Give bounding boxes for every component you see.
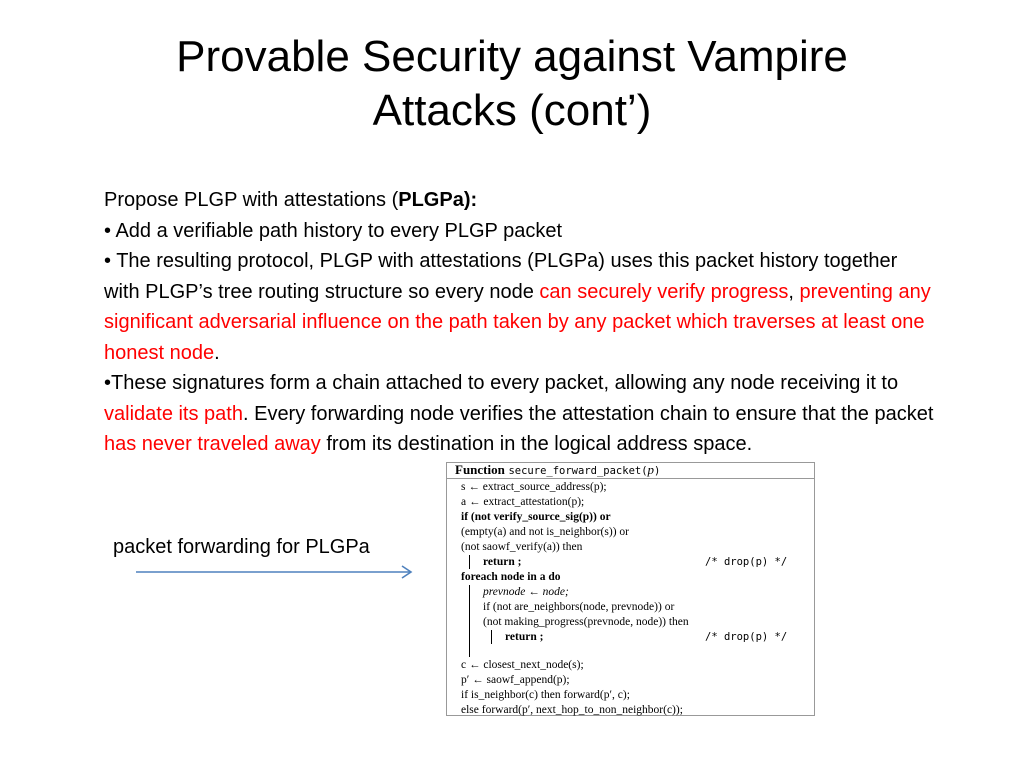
algo-comment-2: /* drop(p) */ — [705, 631, 788, 643]
block-rule — [469, 555, 470, 569]
bullet-2-text-c: . — [214, 341, 220, 364]
algo-line-15: else forward(p′, next_hop_to_non_neighbo… — [461, 704, 683, 716]
inner-block-rule — [491, 630, 492, 644]
algorithm-box: Function secure_forward_packet(p) s ← ex… — [446, 462, 815, 716]
function-keyword: Function — [455, 462, 505, 477]
title-line-1: Provable Security against Vampire — [176, 32, 848, 81]
bullet-3: •These signatures form a chain attached … — [104, 368, 934, 460]
algo-comment-1: /* drop(p) */ — [705, 556, 788, 568]
bullet-3-text-c: from its destination in the logical addr… — [320, 433, 753, 455]
algo-line-9: if (not are_neighbors(node, prevnode)) o… — [483, 601, 675, 613]
algo-line-7: foreach node in a do — [461, 571, 561, 583]
algo-line-3: if (not verify_source_sig(p)) or — [461, 511, 611, 523]
bullet-1: • Add a verifiable path history to every… — [104, 219, 562, 242]
bullet-2-highlight-b: preventing any significant adversarial i… — [104, 280, 931, 364]
algo-line-14: if is_neighbor(c) then forward(p′, c); — [461, 689, 630, 701]
title-line-2: Attacks (cont’) — [372, 86, 652, 135]
bullet-2-text-a: • The resulting protocol, PLGP with atte… — [104, 250, 898, 303]
algo-line-5: (not saowf_verify(a)) then — [461, 541, 583, 553]
algo-line-12: c ← closest_next_node(s); — [461, 659, 584, 671]
slide-body: Propose PLGP with attestations (PLGPa): … — [104, 185, 934, 460]
bullet-3-highlight-a: validate its path — [104, 402, 243, 425]
function-close: ) — [654, 465, 661, 477]
algo-line-4: (empty(a) and not is_neighbor(s)) or — [461, 526, 629, 538]
arrow-right-icon — [136, 565, 413, 579]
algo-line-6: return ; — [483, 556, 522, 568]
loop-rule — [469, 585, 470, 657]
function-arg: p — [647, 462, 655, 477]
algo-line-11: return ; — [505, 631, 544, 643]
bullet-2-highlight-a: can securely verify progress — [539, 280, 789, 303]
intro-text: Propose PLGP with attestations ( — [104, 189, 399, 211]
bullet-3-highlight-b: has never traveled away — [104, 433, 321, 455]
slide-title: Provable Security against Vampire Attack… — [60, 30, 964, 138]
bullet-2-text-b: , — [788, 280, 800, 303]
algo-line-2: a ← extract_attestation(p); — [461, 496, 585, 508]
intro-suffix: ): — [463, 189, 478, 211]
figure-caption: packet forwarding for PLGPa — [113, 536, 370, 558]
algo-line-10: (not making_progress(prevnode, node)) th… — [483, 616, 689, 628]
bullet-3-text-a: •These signatures form a chain attached … — [104, 372, 899, 394]
algo-line-13: p′ ← saowf_append(p); — [461, 674, 570, 686]
algo-line-1: s ← extract_source_address(p); — [461, 481, 607, 493]
function-name: secure_forward_packet( — [508, 465, 648, 477]
intro-line: Propose PLGP with attestations (PLGPa): — [104, 185, 934, 216]
bullet-3-text-b: . Every forwarding node verifies the att… — [242, 402, 934, 425]
bullet-2: • The resulting protocol, PLGP with atte… — [104, 246, 934, 368]
algorithm-header: Function secure_forward_packet(p) — [447, 463, 814, 479]
intro-bold: PLGPa — [398, 189, 464, 211]
algo-line-8: prevnode ← node; — [483, 586, 569, 598]
